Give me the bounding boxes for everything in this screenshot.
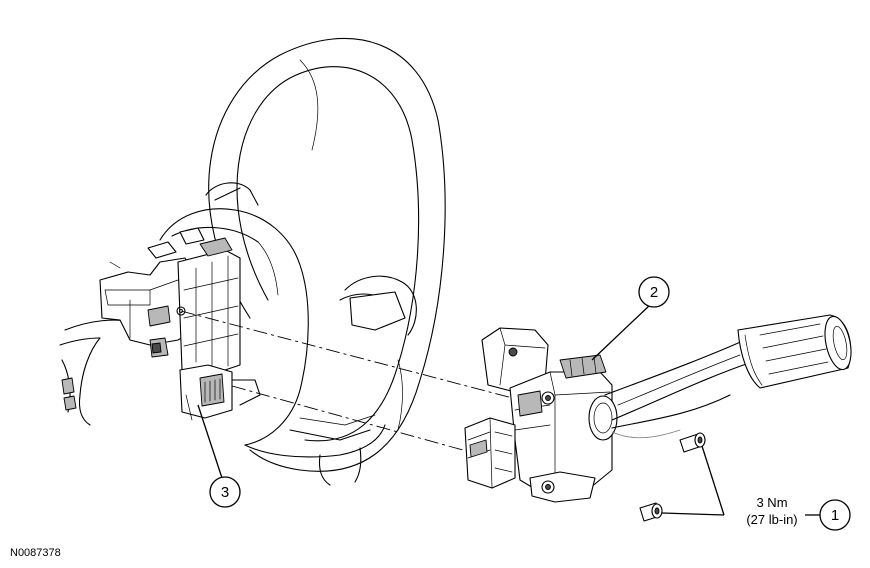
column-housing (59, 227, 261, 426)
leader-lines (197, 304, 820, 516)
torque-spec: 3 Nm (27 lb-in) (746, 495, 797, 527)
torque-spec-metric: 3 Nm (756, 495, 787, 510)
callout-3-label: 3 (221, 484, 229, 501)
screw-lower (639, 502, 663, 522)
callout-1-label: 1 (831, 507, 839, 524)
multifunction-switch (464, 314, 852, 503)
steering-wheel (159, 37, 446, 486)
torque-spec-imperial: (27 lb-in) (746, 512, 797, 527)
screws (639, 432, 706, 522)
alignment-lines (180, 310, 521, 453)
screw-upper (679, 432, 706, 453)
callout-1: 1 (819, 499, 851, 531)
reference-number: N0087378 (10, 547, 61, 559)
callout-3: 3 (209, 476, 241, 508)
callout-2-label: 2 (650, 284, 658, 301)
callout-2: 2 (638, 276, 670, 308)
